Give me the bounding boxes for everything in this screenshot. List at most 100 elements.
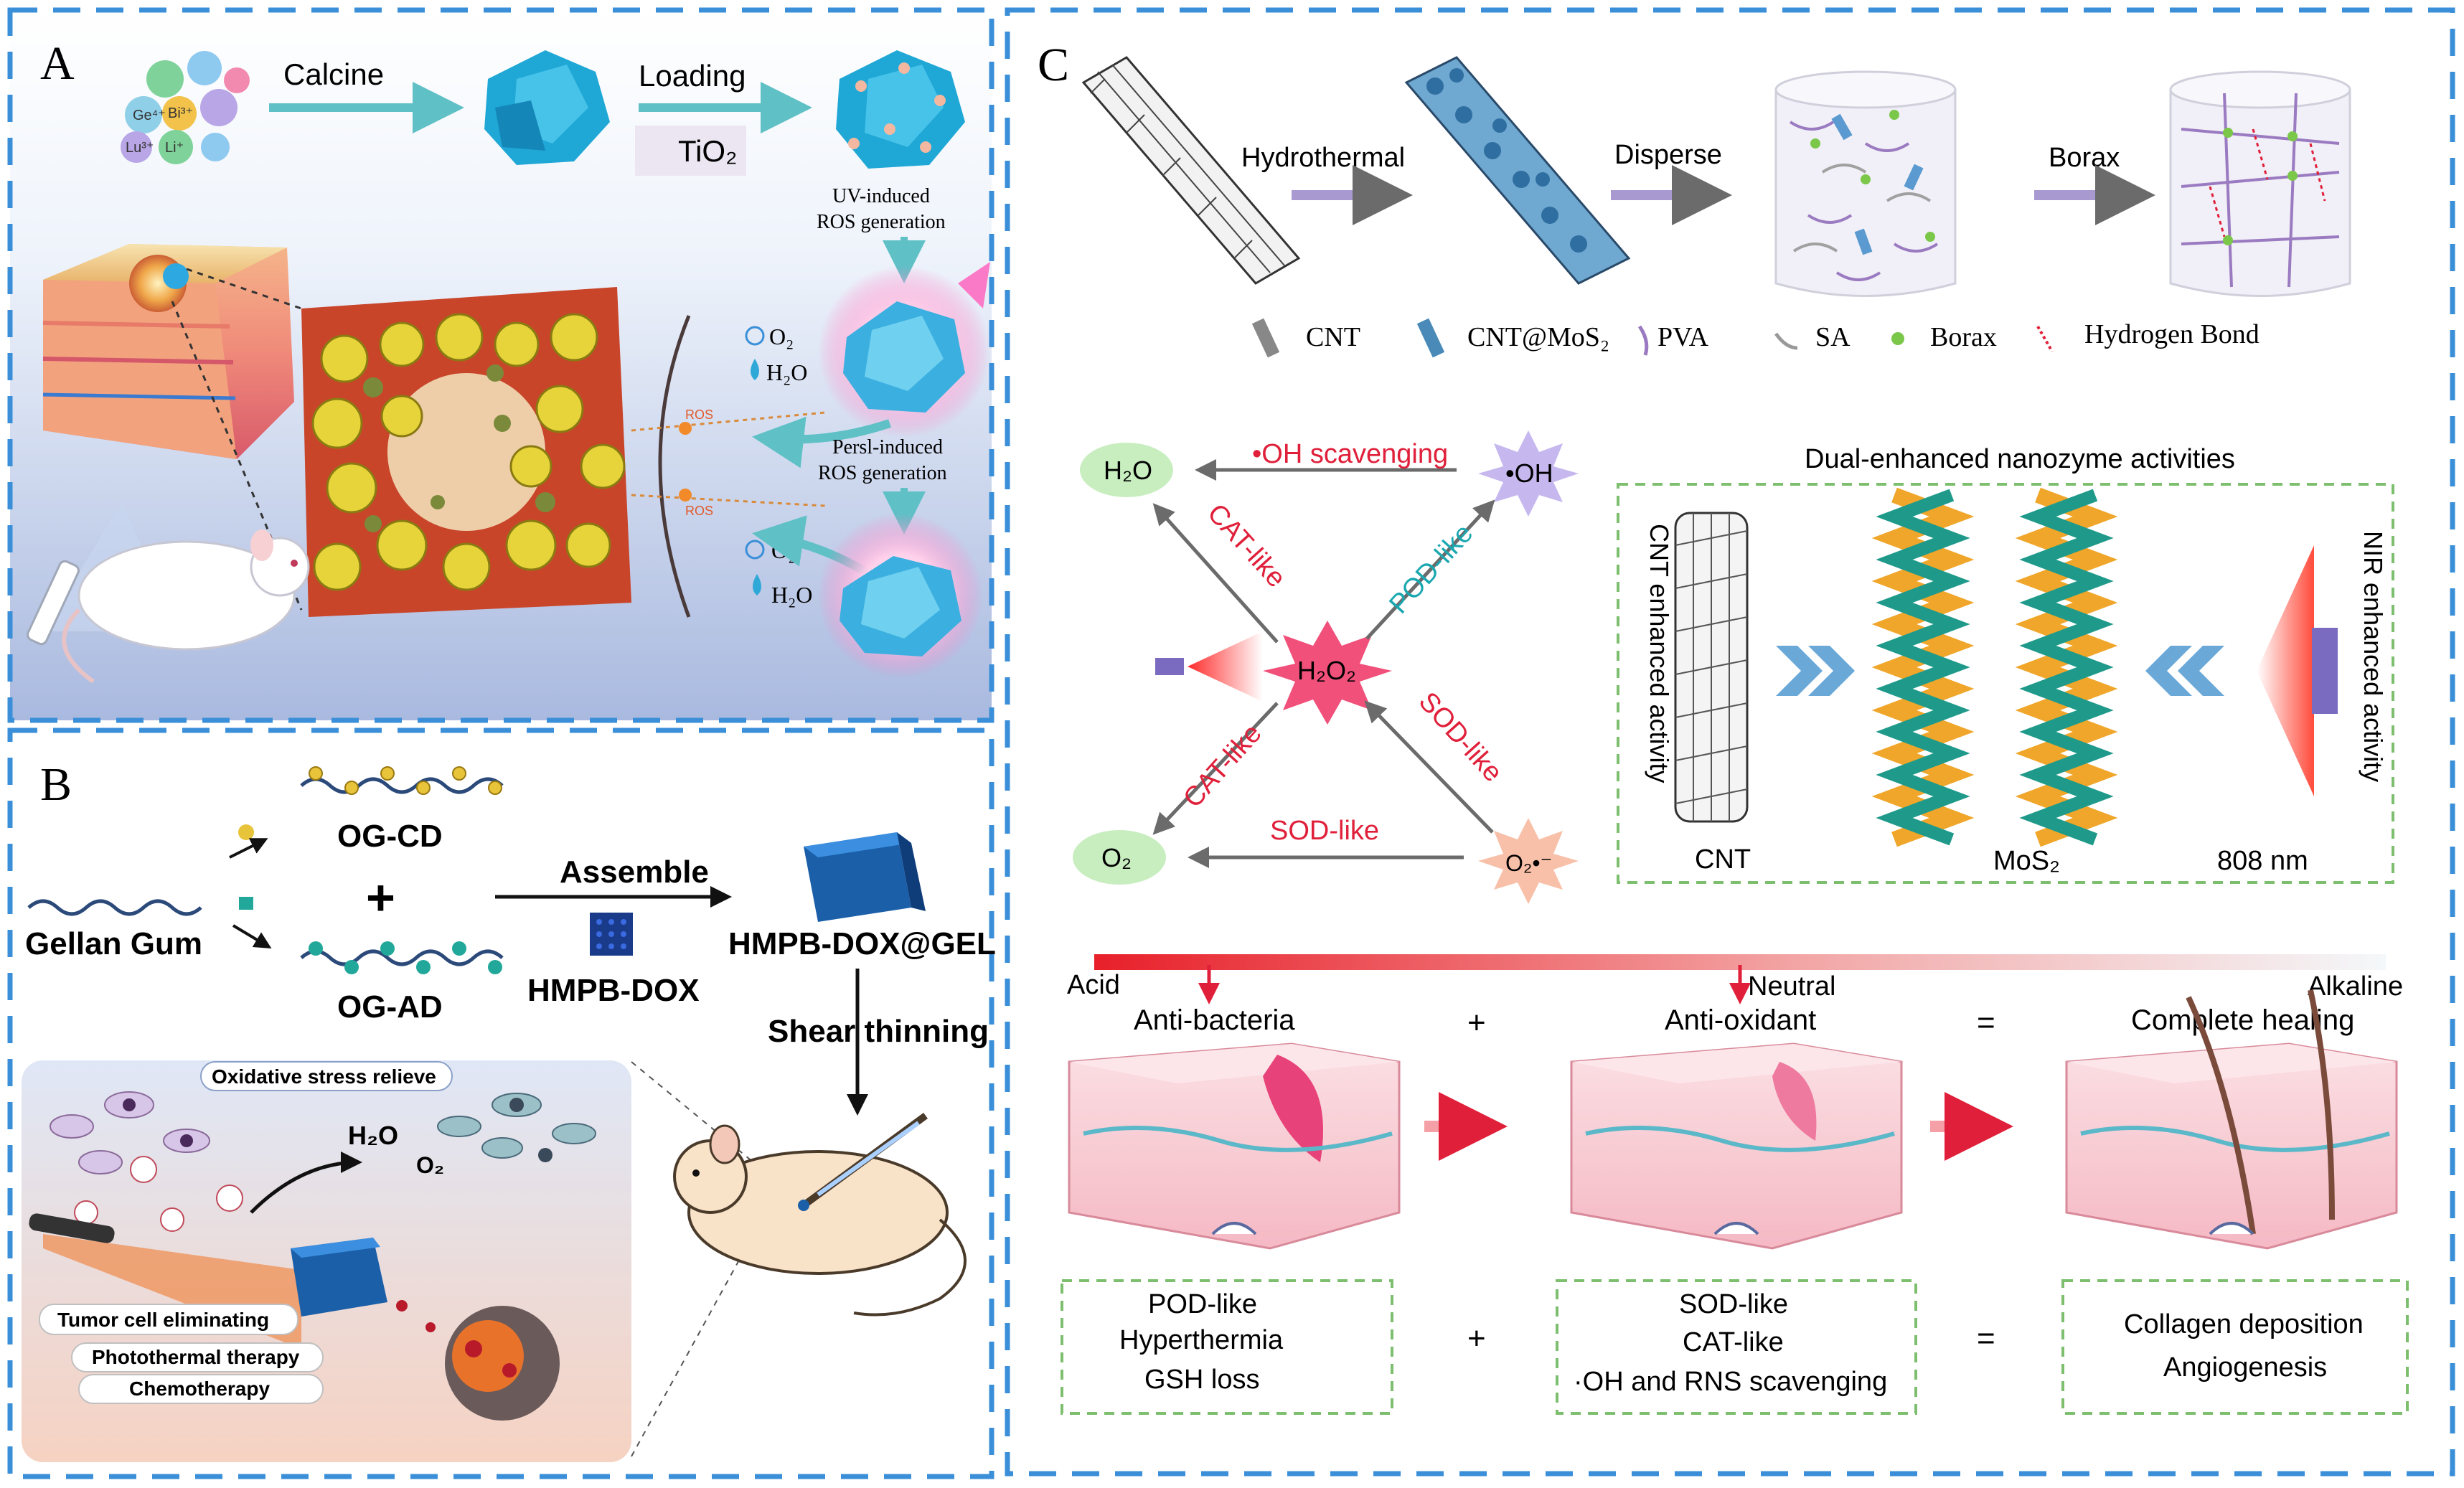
dual-enhanced-box: CNT enhanced activity CNT	[1617, 483, 2394, 884]
panel-c-label: C	[1038, 39, 1069, 91]
nir-enhanced-label: NIR enhanced activity	[2359, 531, 2388, 782]
ros-label-2: ROS	[685, 504, 713, 518]
hmpb-dox-label: HMPB-DOX	[527, 973, 700, 1008]
cnt-vertical-icon	[1674, 512, 1749, 823]
o2-node	[1073, 830, 1166, 885]
svg-text:Angiogenesis: Angiogenesis	[2163, 1352, 2327, 1383]
hmpb-dox-gel-label: HMPB-DOX@GEL	[728, 926, 996, 961]
ad-molecule-icon	[232, 897, 272, 949]
persl-line2: ROS generation	[818, 462, 947, 484]
svg-text:SOD-like: SOD-like	[1679, 1289, 1788, 1319]
mechanism-box-1: POD-like Hyperthermia GSH loss	[1061, 1279, 1393, 1415]
persl-line1: Persl-induced	[832, 436, 943, 458]
svg-text:Borax: Borax	[1930, 322, 1997, 352]
stage-equals: =	[1977, 1005, 1995, 1040]
panel-b-label: B	[40, 758, 72, 811]
svg-text:Hyperthermia: Hyperthermia	[1119, 1325, 1284, 1355]
calcine-label: Calcine	[283, 57, 384, 91]
therapy-inset: Oxidative stress relieve H₂O O₂	[22, 1060, 631, 1462]
photothermal-label: Photothermal therapy	[92, 1346, 300, 1368]
cnt-tube-icon	[1081, 56, 1301, 285]
ph-alkaline-label: Alkaline	[2308, 971, 2403, 1002]
mechanism-box-3: Collagen deposition Angiogenesis	[2061, 1279, 2409, 1415]
inset-o2-label: O₂	[416, 1152, 444, 1178]
svg-text:POD-like: POD-like	[1148, 1289, 1257, 1319]
stage-anti-oxidant: Anti-oxidant	[1665, 1004, 1816, 1036]
og-ad-label: OG-AD	[337, 989, 443, 1025]
h2o2-node: H₂O₂	[1263, 621, 1392, 725]
ion-label-li: Li⁺	[165, 140, 184, 156]
legend-row: CNT CNT@MoS₂ PVA SA Borax Hydrogen Bond	[1251, 318, 2260, 358]
stage-anti-bacteria: Anti-bacteria	[1134, 1004, 1295, 1036]
nm808-caption: 808 nm	[2217, 846, 2308, 876]
panel-a: A Ge⁴⁺ Bi³⁺ Lu³⁺ Li⁺ Calcine Loading	[7, 7, 994, 723]
assemble-label: Assemble	[560, 854, 709, 890]
box-plus: +	[1467, 1321, 1486, 1356]
gellan-gum-chain	[27, 899, 202, 916]
uv-induced-line2: ROS generation	[817, 211, 946, 233]
svg-text:H₂O: H₂O	[771, 582, 812, 608]
tio2-box	[635, 126, 746, 176]
skin-block-anti-oxidant	[1570, 1042, 1903, 1250]
svg-text:O₂: O₂	[769, 324, 794, 349]
stage-plus: +	[1467, 1005, 1486, 1040]
hydrogel-block-icon	[804, 832, 926, 922]
panel-c: C Hydrothermal Disperse	[1005, 7, 2455, 1477]
skin-block-anti-bacteria	[1068, 1042, 1401, 1250]
skin-tissue-block	[42, 244, 294, 459]
dual-enhanced-title: Dual-enhanced nanozyme activities	[1805, 444, 2235, 474]
svg-text:Hydrogen Bond: Hydrogen Bond	[2084, 319, 2260, 349]
disperse-label: Disperse	[1614, 140, 1722, 170]
mos2-zigzag-icon	[1871, 487, 2118, 847]
gellan-gum-label: Gellan Gum	[25, 926, 202, 961]
svg-text:CNT: CNT	[1306, 322, 1360, 352]
ph-gradient-bar: Acid Neutral Alkaline	[1067, 954, 2403, 1004]
crystal-cluster-icon	[484, 50, 610, 165]
ion-label-ge: Ge⁴⁺	[133, 108, 166, 123]
tumor-cluster-icon	[396, 1300, 560, 1421]
svg-text:CAT-like: CAT-like	[1683, 1327, 1784, 1357]
cnt-enhanced-label: CNT enhanced activity	[1645, 524, 1674, 783]
ph-neutral-label: Neutral	[1748, 971, 1836, 1002]
svg-text:CNT@MoS₂: CNT@MoS₂	[1467, 322, 1609, 352]
svg-text:H₂O: H₂O	[1104, 456, 1152, 485]
o2-marker-upper: O₂	[745, 324, 794, 349]
svg-text:O₂•⁻: O₂•⁻	[1505, 850, 1552, 876]
cnt-caption: CNT	[1695, 844, 1751, 875]
tio2-label: TiO₂	[678, 134, 737, 168]
hmpb-dox-particle-icon	[590, 913, 633, 956]
precursor-ions: Ge⁴⁺ Bi³⁺ Lu³⁺ Li⁺	[121, 51, 250, 164]
oh-radical-node: •OH	[1478, 430, 1579, 517]
hydrogel-network-cylinder	[2169, 70, 2351, 297]
hydrothermal-label: Hydrothermal	[1241, 143, 1405, 173]
svg-text:H₂O₂: H₂O₂	[1297, 656, 1356, 685]
panel-a-label: A	[40, 37, 75, 90]
svg-text:PVA: PVA	[1657, 322, 1709, 352]
tumor-eliminating-label: Tumor cell eliminating	[57, 1309, 269, 1331]
ph-acid-label: Acid	[1067, 970, 1120, 1000]
mouse-injection-illustration	[673, 1112, 967, 1317]
mechanism-box-2: SOD-like CAT-like ·OH and RNS scavenging	[1556, 1279, 1917, 1415]
uv-activated-crystal-icon	[818, 262, 990, 438]
superoxide-node: O₂•⁻	[1478, 818, 1579, 904]
shear-thinning-label: Shear thinning	[768, 1014, 989, 1049]
cd-molecule-icon	[229, 824, 268, 859]
svg-text:SA: SA	[1815, 322, 1851, 352]
box-equals: =	[1977, 1321, 1995, 1356]
laser-emitter-icon	[1155, 631, 1263, 702]
chevron-right-icon	[1776, 646, 1855, 696]
panel-b: B Gellan Gum OG-CD OG-AD +	[7, 727, 996, 1479]
wound-microscopic-view	[301, 287, 631, 617]
svg-text:·OH and RNS scavenging: ·OH and RNS scavenging	[1574, 1367, 1887, 1397]
og-cd-label: OG-CD	[337, 819, 443, 854]
svg-text:Collagen deposition: Collagen deposition	[2124, 1309, 2364, 1339]
dispersion-cylinder	[1774, 70, 1957, 297]
h2o-marker-lower: H₂O	[753, 574, 812, 608]
h2o-marker-upper: H₂O	[751, 359, 807, 385]
ion-label-lu: Lu³⁺	[126, 140, 154, 156]
svg-text:O₂: O₂	[1101, 843, 1132, 872]
uv-induced-line1: UV-induced	[832, 185, 930, 207]
borax-step-label: Borax	[2049, 143, 2120, 173]
chemotherapy-label: Chemotherapy	[129, 1378, 270, 1400]
